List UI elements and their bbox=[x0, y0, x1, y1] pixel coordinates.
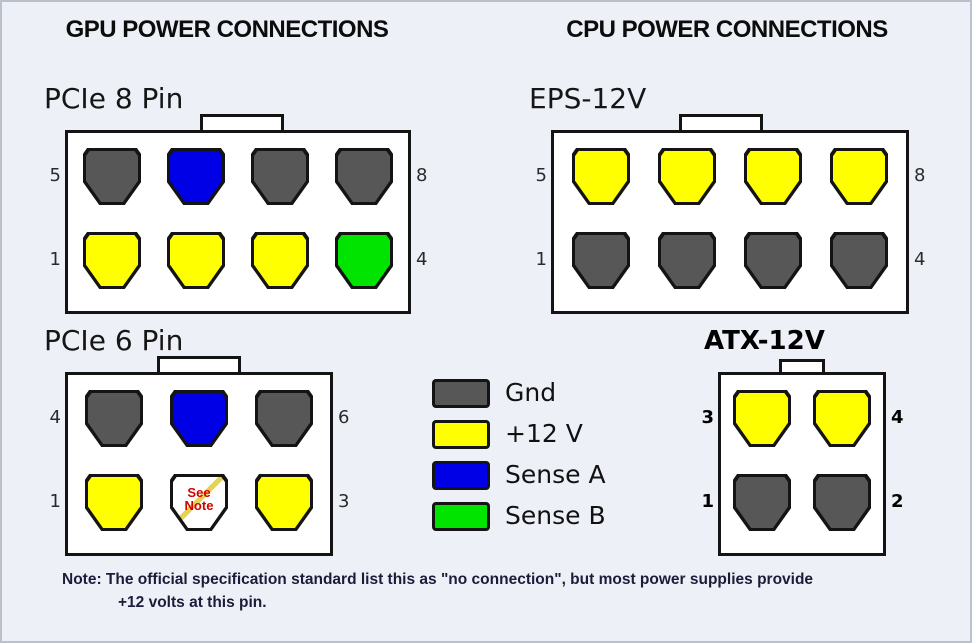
see-note-line2: Note bbox=[184, 498, 214, 513]
atx12v-pin-4 bbox=[813, 390, 871, 447]
pcie8-tab bbox=[200, 114, 284, 133]
pin-fill bbox=[338, 151, 390, 202]
pin-fill bbox=[258, 393, 310, 444]
pcie6-number-3: 3 bbox=[338, 491, 350, 512]
atx12v-title: ATX-12V bbox=[704, 326, 825, 356]
pcie6-tab bbox=[157, 356, 241, 375]
atx12v-pin-3 bbox=[733, 390, 791, 447]
atx12v-number-2: 2 bbox=[891, 491, 904, 512]
atx12v-pin-1 bbox=[733, 474, 791, 531]
eps12v-pin-8 bbox=[830, 148, 888, 205]
legend-swatch-sense-a bbox=[432, 461, 490, 490]
pin-fill bbox=[736, 393, 788, 444]
pcie8-pin-3 bbox=[251, 232, 309, 289]
atx12v-number-4: 4 bbox=[891, 407, 904, 428]
eps12v-pin-6 bbox=[658, 148, 716, 205]
pcie8-pin-8 bbox=[335, 148, 393, 205]
note-line2: +12 volts at this pin. bbox=[118, 594, 267, 611]
pin-fill bbox=[747, 151, 799, 202]
legend-label-sense-a: Sense A bbox=[505, 460, 606, 489]
pin-fill bbox=[173, 393, 225, 444]
eps12v-number-4: 4 bbox=[914, 249, 926, 270]
pcie6-pin-3 bbox=[255, 474, 313, 531]
pin-fill bbox=[661, 151, 713, 202]
legend-label-sense-b: Sense B bbox=[505, 501, 606, 530]
pcie8-pin-7 bbox=[251, 148, 309, 205]
eps12v-pin-2 bbox=[658, 232, 716, 289]
eps12v-connector bbox=[551, 130, 909, 314]
pin-fill bbox=[88, 393, 140, 444]
eps12v-number-8: 8 bbox=[914, 165, 926, 186]
pcie8-title: PCIe 8 Pin bbox=[44, 82, 184, 115]
note-line1: Note: The official specification standar… bbox=[62, 571, 814, 588]
cpu-section-title: CPU POWER CONNECTIONS bbox=[566, 16, 888, 43]
pin-fill bbox=[816, 393, 868, 444]
pcie8-pin-2 bbox=[167, 232, 225, 289]
pcie8-number-4: 4 bbox=[416, 249, 428, 270]
legend-label-12v: +12 V bbox=[505, 419, 583, 448]
pin-fill bbox=[254, 235, 306, 286]
pin-fill bbox=[338, 235, 390, 286]
pin-fill bbox=[258, 477, 310, 528]
atx12v-pin-2 bbox=[813, 474, 871, 531]
eps12v-pin-5 bbox=[572, 148, 630, 205]
legend-swatch-12v bbox=[432, 420, 490, 449]
pin-fill bbox=[86, 235, 138, 286]
eps12v-pin-3 bbox=[744, 232, 802, 289]
pcie6-connector: See Note bbox=[65, 372, 333, 556]
pcie6-pin-5 bbox=[170, 390, 228, 447]
see-note-label: See Note bbox=[173, 486, 225, 512]
pin-fill bbox=[816, 477, 868, 528]
eps12v-number-5: 5 bbox=[535, 165, 547, 186]
pcie8-pin-5 bbox=[83, 148, 141, 205]
pin-fill: See Note bbox=[173, 477, 225, 528]
pin-fill bbox=[254, 151, 306, 202]
pin-fill bbox=[833, 151, 885, 202]
pcie8-pin-6 bbox=[167, 148, 225, 205]
pcie8-number-5: 5 bbox=[49, 165, 61, 186]
pcie6-title: PCIe 6 Pin bbox=[44, 324, 184, 357]
pcie8-connector bbox=[65, 130, 411, 314]
pin-fill bbox=[88, 477, 140, 528]
legend-label-gnd: Gnd bbox=[505, 378, 557, 407]
pcie6-pin-4 bbox=[85, 390, 143, 447]
pcie6-number-4: 4 bbox=[49, 407, 61, 428]
atx12v-number-1: 1 bbox=[701, 491, 714, 512]
pcie6-number-6: 6 bbox=[338, 407, 350, 428]
pin-fill bbox=[661, 235, 713, 286]
pcie6-number-1: 1 bbox=[49, 491, 61, 512]
pin-fill bbox=[575, 235, 627, 286]
pin-fill bbox=[170, 235, 222, 286]
legend-swatch-gnd bbox=[432, 379, 490, 408]
pcie8-number-1: 1 bbox=[49, 249, 61, 270]
atx12v-connector bbox=[718, 372, 886, 556]
pin-fill bbox=[86, 151, 138, 202]
pcie6-pin-1 bbox=[85, 474, 143, 531]
pcie6-pin-6 bbox=[255, 390, 313, 447]
gpu-section-title: GPU POWER CONNECTIONS bbox=[65, 16, 389, 43]
eps12v-pin-1 bbox=[572, 232, 630, 289]
pcie6-pin-2: See Note bbox=[170, 474, 228, 531]
eps12v-number-1: 1 bbox=[535, 249, 547, 270]
pin-fill bbox=[575, 151, 627, 202]
atx12v-number-3: 3 bbox=[701, 407, 714, 428]
pin-fill bbox=[747, 235, 799, 286]
atx12v-tab bbox=[779, 359, 825, 375]
pcie8-number-8: 8 bbox=[416, 165, 428, 186]
pin-fill bbox=[170, 151, 222, 202]
eps12v-title: EPS-12V bbox=[529, 82, 647, 115]
pin-fill bbox=[833, 235, 885, 286]
eps12v-pin-4 bbox=[830, 232, 888, 289]
pcie8-pin-1 bbox=[83, 232, 141, 289]
pin-fill bbox=[736, 477, 788, 528]
see-note-line1: See bbox=[187, 485, 211, 500]
eps12v-tab bbox=[679, 114, 763, 133]
pcie8-pin-4 bbox=[335, 232, 393, 289]
legend-swatch-sense-b bbox=[432, 502, 490, 531]
eps12v-pin-7 bbox=[744, 148, 802, 205]
